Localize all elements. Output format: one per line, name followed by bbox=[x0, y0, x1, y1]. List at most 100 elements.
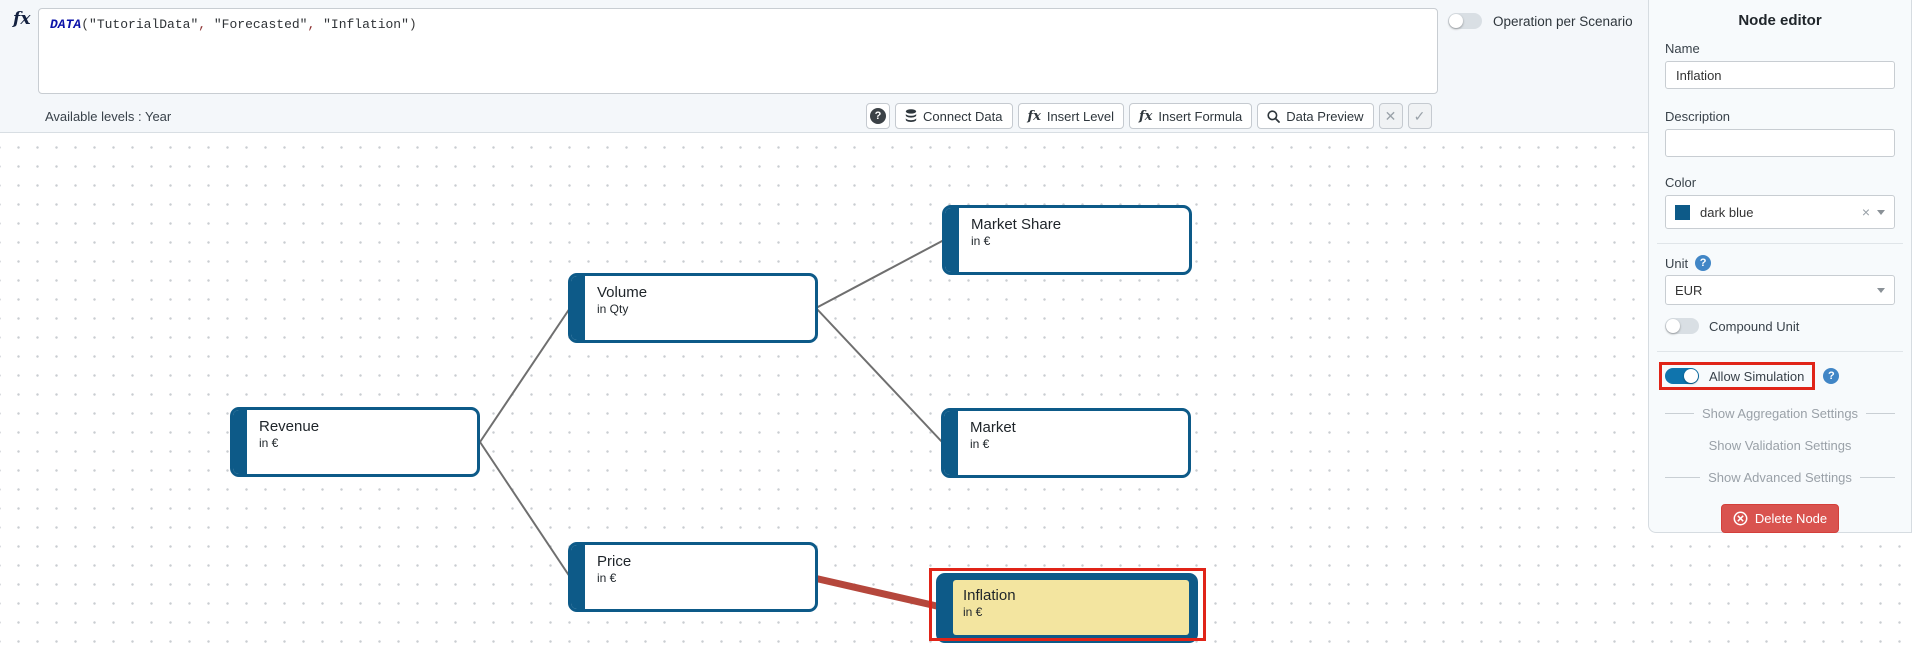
color-label: Color bbox=[1665, 175, 1697, 190]
node-revenue[interactable]: Revenue in € bbox=[230, 407, 480, 477]
divider bbox=[1657, 351, 1903, 352]
allow-simulation-highlight: Allow Simulation bbox=[1659, 362, 1816, 390]
compound-unit-label: Compound Unit bbox=[1709, 318, 1800, 334]
clear-icon[interactable]: × bbox=[1861, 204, 1870, 220]
show-aggregation-settings-link[interactable]: Show Aggregation Settings bbox=[1665, 406, 1896, 421]
fx-icon: fx bbox=[1027, 108, 1041, 124]
insert-formula-button[interactable]: fx Insert Formula bbox=[1129, 103, 1253, 129]
node-unit: in € bbox=[597, 571, 617, 585]
formula-comma: , bbox=[198, 17, 214, 32]
chevron-down-icon bbox=[1877, 287, 1885, 293]
database-icon bbox=[905, 109, 917, 122]
delete-node-button[interactable]: Delete Node bbox=[1720, 504, 1840, 533]
node-inflation-selected[interactable]: Inflation in € bbox=[936, 573, 1198, 643]
check-icon: ✓ bbox=[1413, 107, 1426, 124]
description-label: Description bbox=[1665, 109, 1731, 124]
color-value: dark blue bbox=[1700, 204, 1754, 220]
delete-node-label: Delete Node bbox=[1754, 511, 1828, 526]
formula-bar: fx DATA("TutorialData", "Forecasted", "I… bbox=[0, 0, 1649, 133]
connect-data-label: Connect Data bbox=[923, 108, 1003, 124]
insert-formula-label: Insert Formula bbox=[1158, 108, 1243, 124]
name-label: Name bbox=[1665, 41, 1700, 56]
data-preview-label: Data Preview bbox=[1286, 108, 1364, 124]
node-unit: in € bbox=[963, 605, 983, 619]
show-validation-settings-label: Show Validation Settings bbox=[1708, 438, 1852, 453]
show-aggregation-settings-label: Show Aggregation Settings bbox=[1701, 406, 1859, 421]
edge-price-inflation-highlighted[interactable] bbox=[813, 574, 942, 611]
fx-icon: fx bbox=[13, 9, 31, 29]
unit-help-icon[interactable]: ? bbox=[1695, 255, 1712, 271]
operation-per-scenario-label: Operation per Scenario bbox=[1493, 13, 1633, 29]
edge-volume-marketshare[interactable] bbox=[815, 239, 945, 309]
show-advanced-settings-label: Show Advanced Settings bbox=[1708, 470, 1852, 485]
formula-string: "TutorialData" bbox=[89, 17, 199, 32]
toggle-knob bbox=[1449, 14, 1463, 28]
node-unit: in Qty bbox=[597, 302, 629, 316]
formula-paren: ) bbox=[408, 17, 417, 32]
allow-simulation-toggle[interactable] bbox=[1665, 368, 1699, 384]
circle-x-icon bbox=[1733, 511, 1748, 526]
node-color-bar bbox=[571, 545, 585, 609]
color-select[interactable]: dark blue × bbox=[1665, 195, 1895, 229]
available-levels-label: Available levels : Year bbox=[45, 109, 172, 124]
formula-paren: ( bbox=[81, 17, 90, 32]
edge-volume-market[interactable] bbox=[815, 307, 944, 444]
description-input[interactable] bbox=[1665, 129, 1895, 157]
node-volume[interactable]: Volume in Qty bbox=[568, 273, 818, 343]
formula-string: "Inflation" bbox=[323, 17, 409, 32]
node-title: Volume bbox=[597, 284, 648, 301]
data-preview-button[interactable]: Data Preview bbox=[1257, 103, 1374, 129]
formula-help-button[interactable]: ? bbox=[866, 103, 890, 129]
connect-data-button[interactable]: Connect Data bbox=[895, 103, 1013, 129]
allow-simulation-help-icon[interactable]: ? bbox=[1823, 368, 1840, 384]
panel-title: Node editor bbox=[1738, 12, 1822, 29]
allow-simulation-label: Allow Simulation bbox=[1709, 368, 1805, 384]
divider-line bbox=[1665, 477, 1701, 478]
node-market-share[interactable]: Market Share in € bbox=[942, 205, 1192, 275]
node-title: Market bbox=[970, 419, 1016, 436]
formula-string: "Forecasted" bbox=[213, 17, 308, 32]
node-color-bar bbox=[945, 208, 959, 272]
edge-revenue-price[interactable] bbox=[479, 441, 571, 578]
help-icon: ? bbox=[870, 108, 886, 124]
fx-icon: fx bbox=[1139, 108, 1153, 124]
divider-line bbox=[1866, 413, 1896, 414]
node-title: Market Share bbox=[971, 216, 1062, 233]
unit-value: EUR bbox=[1675, 282, 1703, 298]
show-advanced-settings-link[interactable]: Show Advanced Settings bbox=[1665, 470, 1896, 485]
node-editor-panel: Node editor Name Description Color dark … bbox=[1648, 0, 1912, 533]
search-icon bbox=[1267, 109, 1281, 123]
close-icon: ✕ bbox=[1384, 107, 1397, 124]
compound-unit-toggle[interactable] bbox=[1665, 318, 1699, 334]
confirm-formula-button[interactable]: ✓ bbox=[1407, 103, 1432, 129]
formula-keyword: DATA bbox=[50, 17, 82, 32]
node-color-bar bbox=[944, 411, 958, 475]
divider-line bbox=[1859, 477, 1896, 478]
node-market[interactable]: Market in € bbox=[941, 408, 1191, 478]
node-price[interactable]: Price in € bbox=[568, 542, 818, 612]
divider bbox=[1657, 243, 1903, 244]
name-input[interactable] bbox=[1665, 61, 1895, 89]
toggle-knob bbox=[1684, 369, 1698, 383]
node-title: Revenue bbox=[259, 418, 320, 435]
unit-select[interactable]: EUR bbox=[1665, 275, 1895, 305]
node-unit: in € bbox=[970, 437, 990, 451]
formula-comma: , bbox=[307, 17, 324, 32]
edge-revenue-volume[interactable] bbox=[479, 307, 571, 443]
cancel-formula-button[interactable]: ✕ bbox=[1378, 103, 1403, 129]
node-title: Price bbox=[597, 553, 632, 570]
color-swatch-dark-blue bbox=[1675, 204, 1690, 220]
node-unit: in € bbox=[971, 234, 991, 248]
insert-level-button[interactable]: fx Insert Level bbox=[1017, 103, 1125, 129]
node-unit: in € bbox=[259, 436, 279, 450]
chevron-down-icon bbox=[1877, 209, 1885, 215]
node-title: Inflation bbox=[963, 587, 1016, 604]
formula-input[interactable]: DATA("TutorialData", "Forecasted", "Infl… bbox=[38, 8, 1438, 94]
insert-level-label: Insert Level bbox=[1046, 108, 1115, 124]
operation-per-scenario-toggle[interactable] bbox=[1448, 13, 1482, 29]
divider-line bbox=[1665, 413, 1694, 414]
unit-label: Unit bbox=[1665, 255, 1689, 271]
show-validation-settings-link[interactable]: Show Validation Settings bbox=[1665, 438, 1895, 453]
formula-toolbar: Available levels : Year ? Connect Data f… bbox=[0, 100, 1649, 133]
